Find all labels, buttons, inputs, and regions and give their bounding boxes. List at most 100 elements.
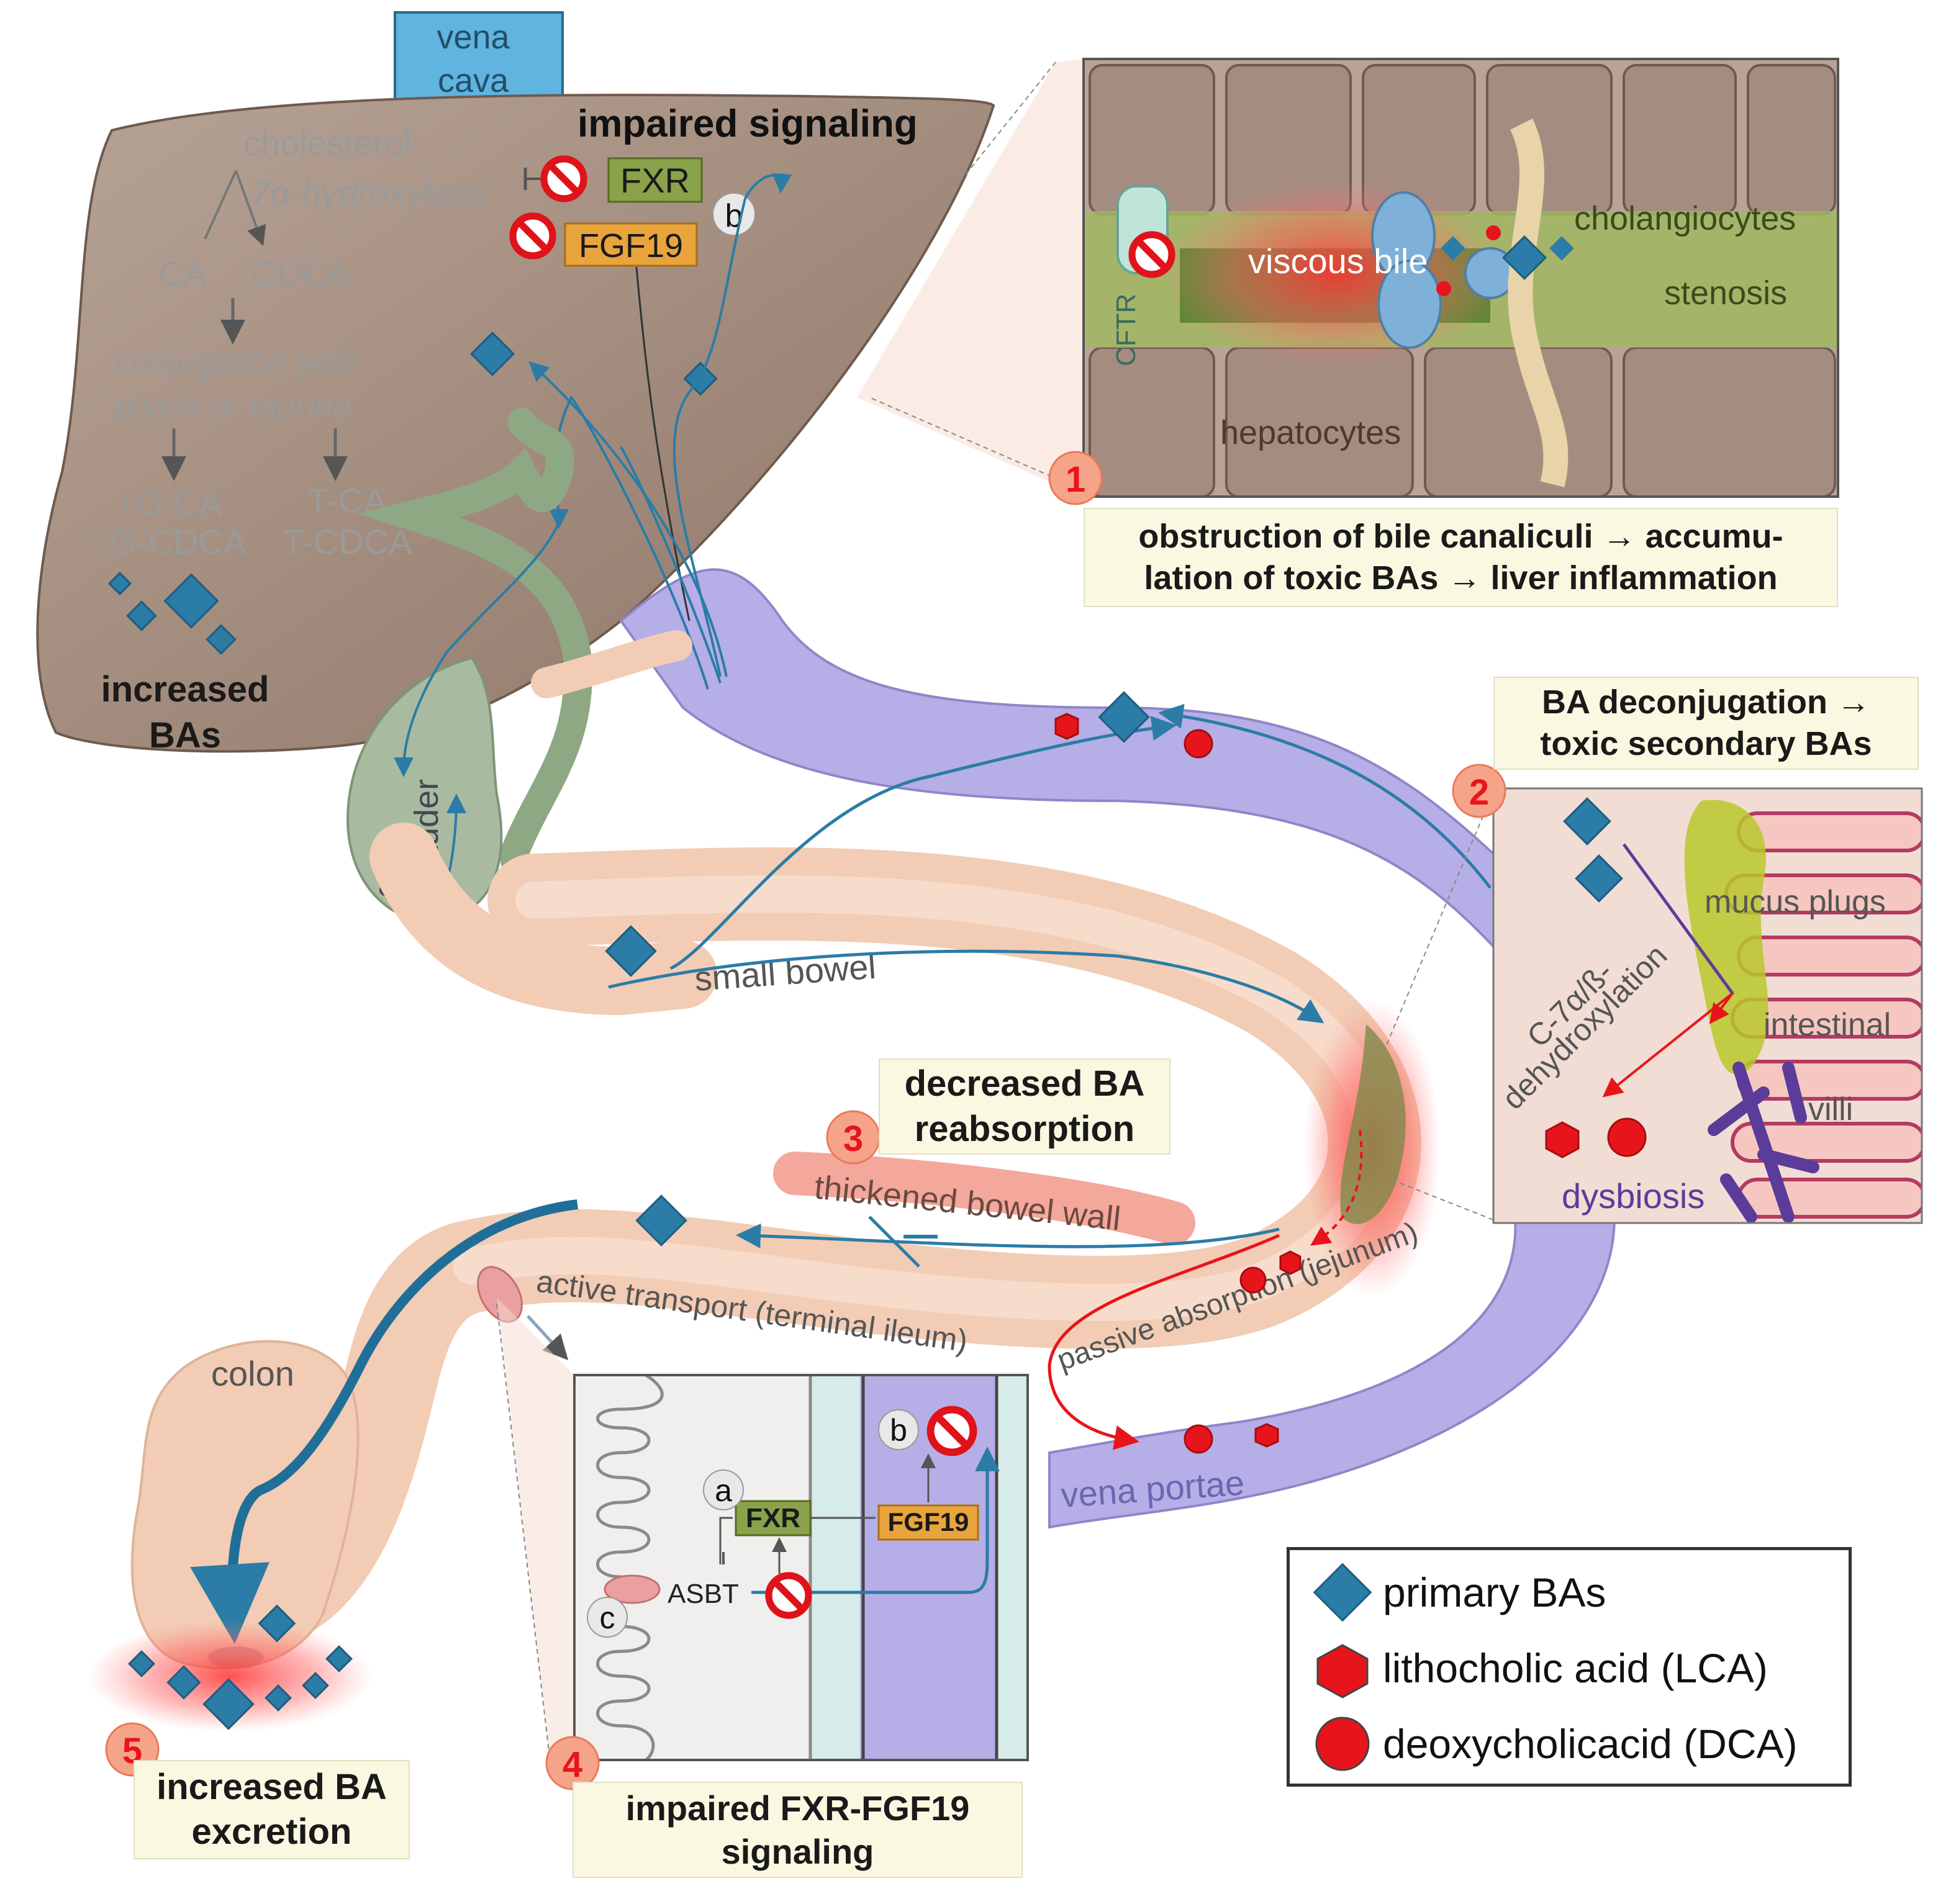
primary-ba-diamond [202, 1678, 255, 1730]
conjugation-line-2: glycin or taurine [115, 387, 351, 425]
inset4-caption-line-2: signaling [721, 1831, 874, 1871]
primary-ba-diamond [605, 925, 657, 977]
tcdca-label: T-CDCA [283, 522, 412, 561]
vena-cava-vessel [394, 11, 564, 107]
cftr-stop-icon [1132, 235, 1172, 274]
enzyme-label: 7α-hydroxylase [251, 173, 487, 212]
primary-ba-diamond [107, 571, 132, 596]
legend-diamond-icon [1313, 1563, 1372, 1622]
legend-label-dca: deoxycholicacid (DCA) [1383, 1721, 1798, 1767]
inset1-zoom-line-bottom [869, 397, 1084, 491]
step3-number: 3 [843, 1119, 863, 1159]
fxr-label: FXR [620, 161, 690, 200]
fxr-stop-icon [544, 159, 584, 199]
lca-hexagon [1279, 1250, 1302, 1275]
legend-row-primary: primary BAs [1290, 1555, 1849, 1630]
asbt-stop-icon [769, 1576, 808, 1615]
primary-ba-diamond [1098, 691, 1150, 743]
gca-label: ↑G-CA [118, 484, 223, 523]
inset1-cells [1084, 59, 1838, 497]
pathway-fork [204, 170, 261, 239]
legend-label-lca: lithocholic acid (LCA) [1383, 1645, 1768, 1691]
dca-circle [1184, 1424, 1213, 1454]
gut-ba-markers [605, 691, 1302, 1454]
colon-label: colon [211, 1354, 294, 1393]
inset2-caption-line-1: BA deconjugation → [1542, 683, 1870, 721]
fgf19-box [564, 222, 698, 267]
passive-absorption-flow [1048, 1234, 1280, 1450]
primary-ba-diamond [265, 1684, 292, 1712]
inset1-caption-line-2: lation of toxic BAs → liver inflammation [1144, 559, 1778, 597]
primary-ba-diamond [163, 573, 219, 629]
villi-label: villi [1808, 1091, 1853, 1127]
primary-ba-diamond [1441, 236, 1465, 261]
inset4-fxr-label: FXR [746, 1503, 800, 1533]
intestinal-label: intestinal [1764, 1007, 1891, 1043]
asbt-label: ASBT [668, 1579, 739, 1609]
inset2-zoom-line-bottom [1390, 1179, 1494, 1220]
colon-excretion-flow [190, 1199, 578, 1644]
inset1-caption-line-1: obstruction of bile canaliculi → accumu- [1138, 517, 1783, 555]
gcdca-label: ↑↑G-CDCA [75, 522, 247, 561]
inset2-zoom-line-top [1384, 791, 1494, 1050]
inset4-zoom-line [496, 1303, 550, 1757]
step4-number: 4 [563, 1744, 582, 1785]
primary-ba-diamond [126, 600, 157, 631]
dca-circle [1486, 225, 1501, 240]
step3-caption-line-1: decreased BA [904, 1063, 1145, 1104]
inset1-zoom-line-top [956, 61, 1056, 187]
primary-ba-diamond [635, 1194, 687, 1247]
step5-caption: increased BA excretion [134, 1760, 410, 1859]
inset1-caption: obstruction of bile canaliculi → accumu-… [1084, 508, 1838, 607]
excretion-glow [87, 1620, 373, 1732]
conjugation-line-1: conjugation with [115, 343, 355, 380]
inset1-ba-markers [1436, 225, 1574, 296]
primary-ba-diamond [166, 1665, 201, 1700]
dca-circle [1607, 1117, 1647, 1157]
gut-ba-flows [608, 703, 1492, 1268]
viscous-bile-label: viscous bile [1248, 241, 1428, 281]
fgf19-label: FGF19 [579, 227, 683, 264]
fxr-box [607, 157, 703, 203]
primary-ba-diamond [1575, 854, 1623, 903]
primary-ba-diamond [1549, 236, 1574, 261]
step2-number: 2 [1469, 772, 1489, 813]
cdca-label: CDCA [251, 254, 350, 293]
dca-circle [1436, 281, 1451, 296]
primary-ba-diamond [128, 1650, 155, 1677]
dysbiosis-label: dysbiosis [1562, 1176, 1705, 1216]
stenosis-label: stenosis [1664, 274, 1787, 312]
impaired-signaling-heading: impaired signaling [577, 102, 918, 145]
cholesterol-label: cholesterol [243, 124, 412, 163]
primary-ba-diamond [1563, 797, 1611, 846]
ca-label: CA [158, 254, 207, 293]
inset4-label-c-badge [587, 1597, 628, 1638]
inset4-b-stop-icon [931, 1410, 974, 1453]
step5-caption-line-2: excretion [191, 1812, 352, 1852]
primary-ba-diamond [206, 624, 237, 655]
inset4-fxr-box [735, 1500, 812, 1536]
legend-circle-icon [1315, 1717, 1370, 1771]
inset2-caption: BA deconjugation → toxic secondary BAs [1493, 677, 1919, 770]
portal-vessel-upper [619, 568, 1498, 954]
step2-badge [1452, 764, 1506, 818]
inset4-frame [573, 1374, 1029, 1761]
step1-number: 1 [1066, 459, 1085, 500]
dca-circle [1239, 1266, 1267, 1294]
fgf19-signal-line [635, 266, 690, 621]
step5-caption-line-1: increased BA [156, 1766, 387, 1807]
inset4-label-b: b [890, 1413, 907, 1448]
lca-hexagon [1054, 713, 1079, 740]
step3-caption: decreased BA reabsorption [879, 1058, 1170, 1155]
asbt-flow [751, 1446, 1000, 1594]
increased-bas-line-1: increased [101, 669, 269, 710]
liver-ba-diamonds [107, 331, 718, 655]
villi-cluster [1340, 1024, 1406, 1224]
jejunum-duct [531, 630, 692, 698]
cftr-label: CFTR [1111, 294, 1141, 366]
primary-ba-diamond [1501, 235, 1547, 281]
inset4-label-b-badge [878, 1409, 919, 1450]
inset2-villi [1493, 788, 1922, 1223]
duodenum-segment [369, 823, 717, 1016]
inset4-fgf19-label: FGF19 [888, 1507, 969, 1536]
